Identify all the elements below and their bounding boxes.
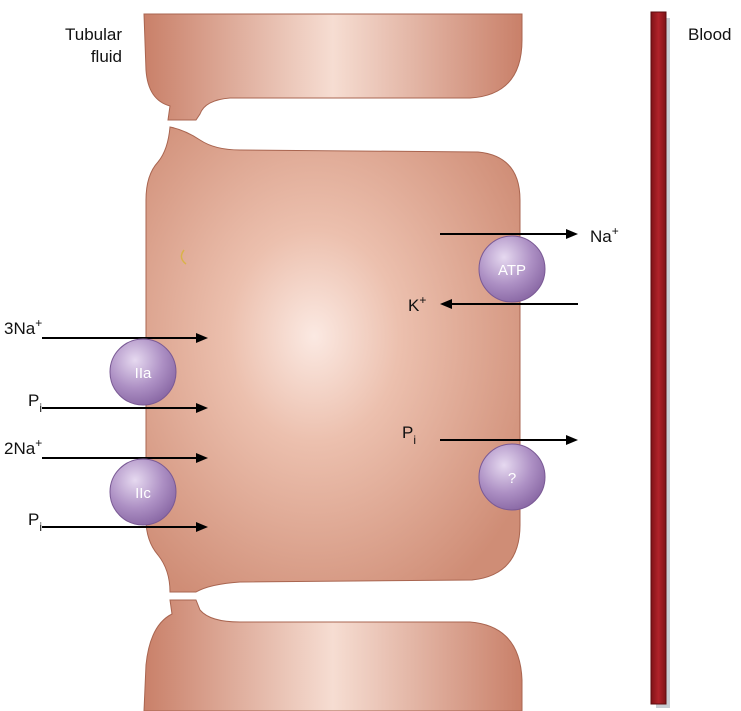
transporter-atp-label: ATP	[498, 262, 526, 279]
ion-label-na: Na+	[590, 224, 619, 246]
transporter-unknown: ?	[479, 444, 545, 510]
transporter-iic-label: IIc	[135, 485, 151, 502]
ion-label-pi-1: Pi	[28, 391, 42, 415]
transporter-unknown-label: ?	[508, 470, 516, 487]
ion-label-pi-2: Pi	[28, 510, 42, 534]
epithelial-cell	[146, 127, 520, 592]
upper-neighbor-cell	[144, 14, 522, 120]
transporter-iia-label: IIa	[135, 365, 152, 382]
ion-label-3na: 3Na+	[4, 316, 42, 338]
transporter-atp: ATP	[479, 236, 545, 302]
transporter-iia: IIa	[110, 339, 176, 405]
blood-vessel	[651, 12, 670, 708]
lower-neighbor-cell	[144, 600, 522, 711]
ion-label-2na: 2Na+	[4, 436, 42, 458]
transporter-iic: IIc	[110, 459, 176, 525]
